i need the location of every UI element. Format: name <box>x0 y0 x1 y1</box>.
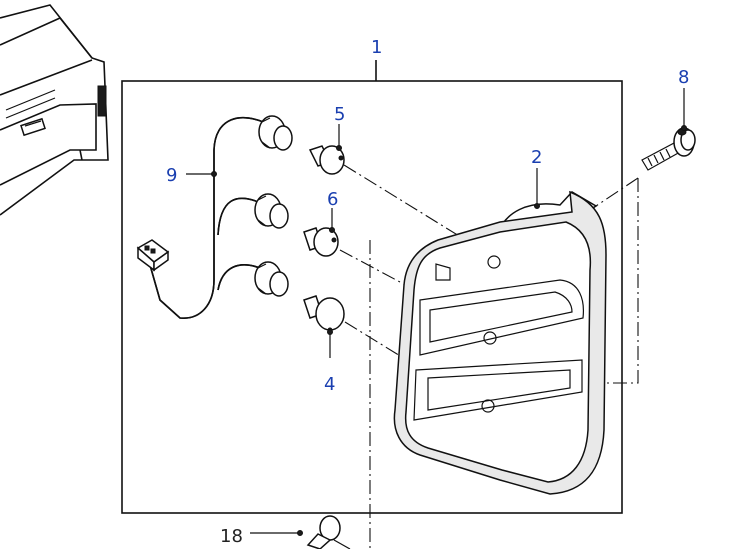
bulb-4 <box>303 295 345 333</box>
bulb-6 <box>303 227 339 257</box>
assembly-frame <box>121 80 623 514</box>
screw-8 <box>641 127 696 171</box>
callout-leaders <box>186 88 687 536</box>
wiring-harness <box>136 115 293 319</box>
harness-connector <box>136 239 170 272</box>
callout-6: 6 <box>327 189 338 210</box>
callout-18: 18 <box>220 526 243 547</box>
tail-lamp-lens <box>393 190 607 495</box>
callout-2: 2 <box>531 147 542 168</box>
callout-4: 4 <box>324 374 335 395</box>
bulb-5 <box>308 145 345 175</box>
bulb-18 <box>306 515 351 549</box>
vehicle-body-corner <box>0 4 109 216</box>
callout-5: 5 <box>334 104 345 125</box>
callout-9: 9 <box>166 165 177 186</box>
callout-1: 1 <box>371 37 382 58</box>
callout-8: 8 <box>678 67 689 88</box>
